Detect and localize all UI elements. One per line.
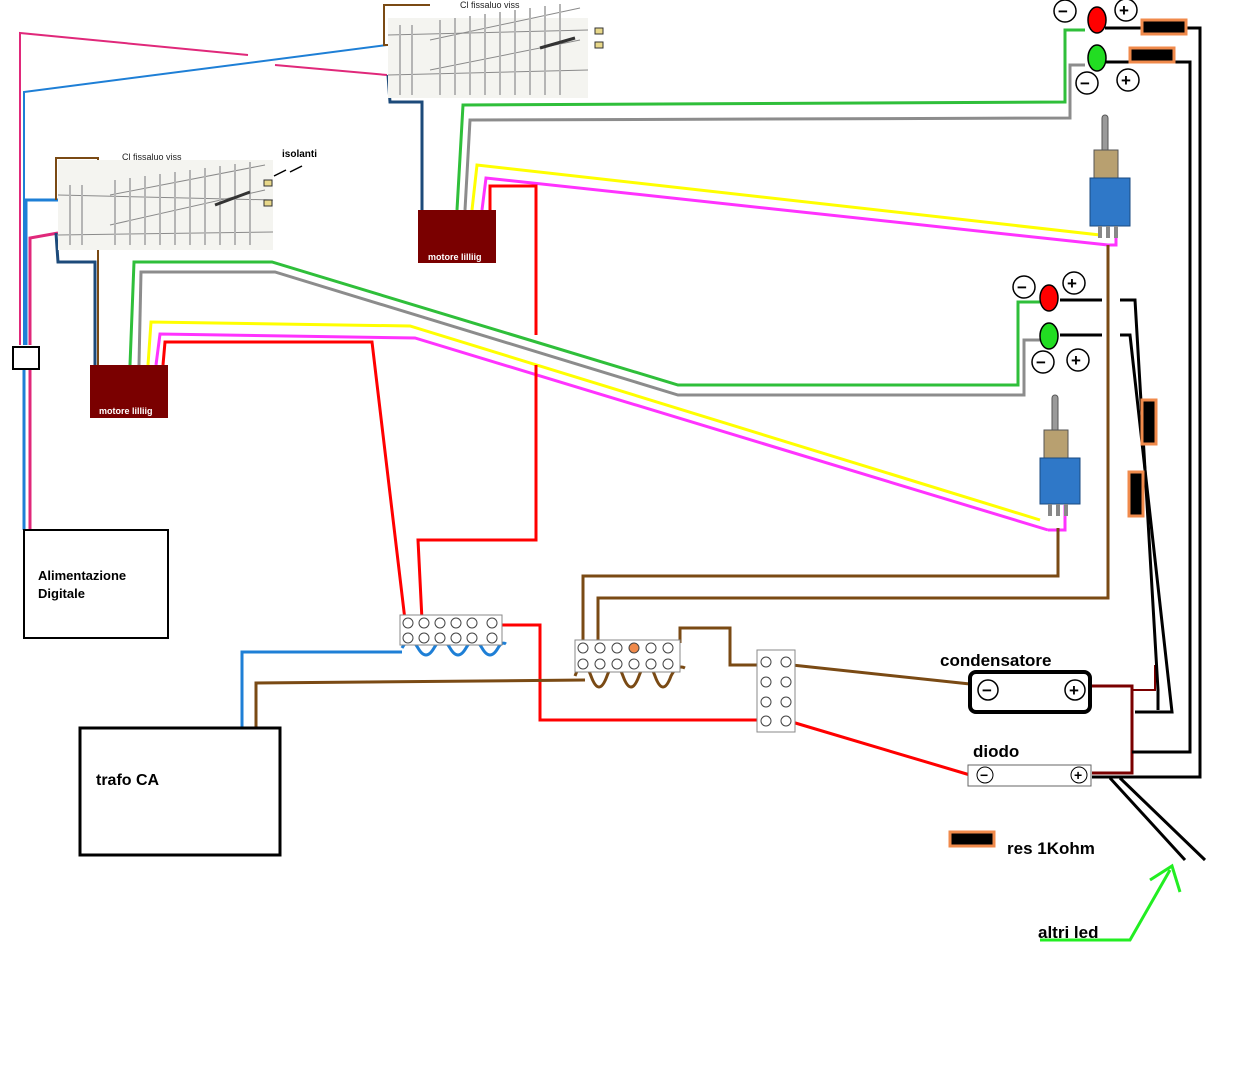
- led-upper-green-plus: [1116, 68, 1140, 92]
- power-supply-label-line-2: Digitale: [38, 586, 85, 601]
- insulators-label: isolanti: [282, 149, 317, 160]
- motor-lower-body: [90, 365, 168, 418]
- motor-lower-label: motore lilliig: [99, 406, 153, 416]
- toggle-switch-upper: [1089, 114, 1131, 238]
- capacitor-minus-sign: −: [982, 681, 992, 700]
- switch-lower-pin: [1056, 504, 1060, 516]
- terminal-block-1: [399, 614, 503, 646]
- led-lower-green-minus: [1031, 350, 1055, 374]
- led-lower-red-plus: [1062, 271, 1086, 295]
- green-arrow-icon: [1040, 869, 1172, 942]
- capacitor-label: condensatore: [940, 651, 1051, 670]
- terminal-block-2: [574, 639, 681, 673]
- switch-upper-body: [1089, 177, 1131, 227]
- power-supply-label: Alimentazione Digitale: [38, 568, 130, 601]
- led-lower-green-minus-sign: −: [1036, 353, 1046, 372]
- led-upper-green-minus-sign: −: [1080, 74, 1090, 93]
- led-lower-red-minus-sign: −: [1017, 278, 1027, 297]
- other-leds-annotation: altri led: [1038, 863, 1182, 942]
- led-lower-green-plus-sign: +: [1071, 351, 1081, 370]
- digital-feed-wires: [19, 31, 388, 530]
- led-upper-red-plus: [1114, 0, 1138, 22]
- switch-upper-nut: [1093, 149, 1119, 181]
- motor-upper: motore lilliig: [418, 210, 496, 263]
- insulator-pointer: [289, 165, 303, 173]
- upper-switch-wires: [470, 163, 1118, 247]
- switch-upper-lever: [1101, 114, 1109, 156]
- motor-upper-body: [418, 210, 496, 263]
- diode-minus-sign: −: [980, 767, 988, 783]
- led-upper-green: [1087, 44, 1107, 72]
- blue-transformer-wire: [240, 639, 507, 728]
- transformer-label: trafo CA: [96, 772, 160, 789]
- digital-power-supply: Alimentazione Digitale: [23, 529, 169, 639]
- upper-led-wires: [455, 28, 1085, 211]
- led-pair-lower: − + − +: [1012, 271, 1090, 374]
- red-wires: [161, 184, 971, 777]
- resistor-mid-2: [1127, 470, 1145, 518]
- turnout-top: Cl fissaluo viss: [387, 0, 604, 98]
- capacitor-minus-terminal: [977, 679, 999, 701]
- lower-led-wires: [128, 260, 1040, 397]
- resistor-mid-1: [1140, 398, 1158, 446]
- led-upper-red-minus-sign: −: [1058, 2, 1068, 21]
- lower-switch-wires: [146, 320, 1067, 532]
- led-lower-red-plus-sign: +: [1067, 274, 1077, 293]
- turnout-left: Cl fissaluo viss isolanti: [57, 149, 317, 250]
- brown-wires: [254, 245, 1110, 728]
- switch-upper-pin: [1114, 226, 1118, 238]
- led-upper-red: [1087, 6, 1107, 34]
- led-pair-upper: − + − +: [1053, 0, 1140, 95]
- switch-lower-pin: [1064, 504, 1068, 516]
- capacitor-plus-sign: +: [1069, 681, 1079, 700]
- led-lower-green: [1039, 322, 1059, 350]
- switch-lower-nut: [1043, 429, 1069, 461]
- diode: diodo − +: [967, 742, 1092, 787]
- green-arrowhead-icon: [1149, 863, 1182, 893]
- resistor-top-1: [1140, 18, 1188, 36]
- output-wires: [1090, 665, 1156, 775]
- capacitor-body: [968, 670, 1092, 714]
- resistors: res 1Kohm: [948, 18, 1188, 858]
- power-supply-label-line-1: Alimentazione: [38, 568, 126, 583]
- led-upper-green-plus-sign: +: [1121, 71, 1131, 90]
- junction-box: [12, 346, 40, 370]
- switch-lower-pin: [1048, 504, 1052, 516]
- motor-upper-label: motore lilliig: [428, 252, 482, 262]
- resistor-legend-label: res 1Kohm: [1007, 839, 1095, 858]
- terminal-block-3: [756, 649, 796, 733]
- insulator-pointer: [273, 169, 287, 177]
- transformer: trafo CA: [78, 726, 282, 857]
- capacitor-plus-terminal: [1064, 679, 1086, 701]
- switch-upper-pin: [1106, 226, 1110, 238]
- diode-label: diodo: [973, 742, 1019, 761]
- led-lower-red-minus: [1012, 275, 1036, 299]
- motor-lower: motore lilliig: [90, 365, 168, 418]
- diode-body: [967, 764, 1092, 787]
- other-leds-label: altri led: [1038, 923, 1098, 942]
- track-caption-top: Cl fissaluo viss: [460, 0, 520, 10]
- switch-upper-pin: [1098, 226, 1102, 238]
- track-caption-left: Cl fissaluo viss: [122, 152, 182, 162]
- resistor-top-2: [1128, 46, 1176, 64]
- diode-plus-sign: +: [1074, 767, 1082, 783]
- led-lower-red: [1039, 284, 1059, 312]
- led-lower-green-plus: [1066, 348, 1090, 372]
- led-upper-green-minus: [1075, 71, 1099, 95]
- switch-lower-body: [1039, 457, 1081, 505]
- led-upper-red-minus: [1053, 0, 1077, 23]
- diode-plus-terminal: [1070, 766, 1088, 784]
- led-upper-red-plus-sign: +: [1119, 1, 1129, 20]
- capacitor: condensatore − +: [940, 651, 1092, 714]
- switch-lower-lever: [1051, 394, 1059, 436]
- toggle-switch-lower: [1039, 394, 1081, 516]
- diode-minus-terminal: [976, 766, 994, 784]
- resistor-legend-symbol: [948, 830, 996, 848]
